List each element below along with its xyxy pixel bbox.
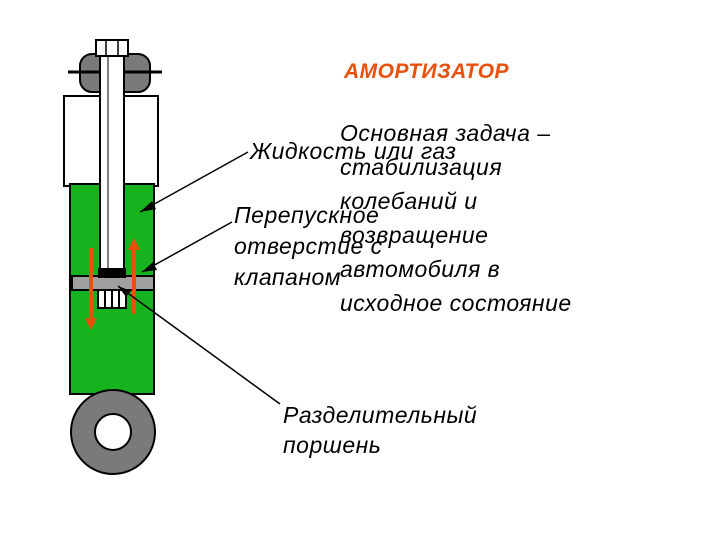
description-line: колебаний и <box>340 188 478 214</box>
pointer-fluid <box>139 151 249 213</box>
label-line: Перепускное <box>234 202 380 228</box>
bottom-eye-hole <box>94 413 132 451</box>
label-line: Разделительный <box>283 402 478 428</box>
description: Основная задача – стабилизация колебаний… <box>340 116 572 320</box>
label-line: поршень <box>283 432 382 458</box>
description-line: исходное состояние <box>340 290 572 316</box>
description-line: Основная задача – <box>340 120 551 146</box>
pointer-bypass <box>141 221 233 273</box>
label-fluid: Жидкость или газ <box>250 138 457 164</box>
label-separating-piston: Разделительный поршень <box>283 400 477 460</box>
label-line: отверстие с <box>234 233 383 259</box>
diagram-title: АМОРТИЗАТОР <box>344 60 510 83</box>
valve-block <box>98 268 126 278</box>
description-line: автомобиля в <box>340 256 501 282</box>
piston-rod <box>99 55 125 279</box>
top-nut <box>95 39 129 57</box>
pointer-piston <box>117 285 281 405</box>
label-bypass-valve: Перепускное отверстие с клапаном <box>234 200 383 293</box>
piston-plate <box>71 275 155 291</box>
description-line: стабилизация <box>340 154 503 180</box>
label-line: клапаном <box>234 264 342 290</box>
description-line: возвращение <box>340 222 489 248</box>
